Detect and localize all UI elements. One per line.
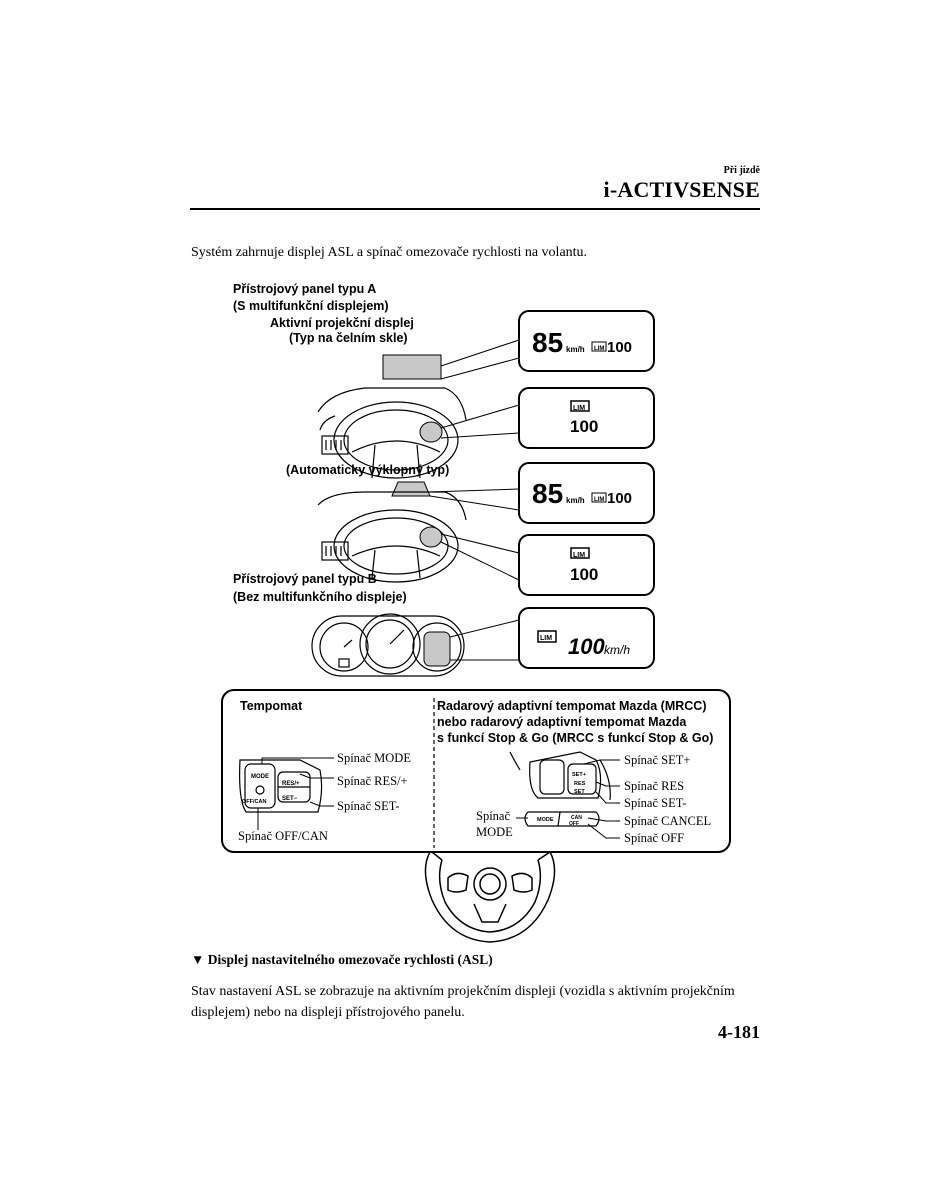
type-b-label-line2: (Bez multifunkčního displeje) [233, 590, 407, 604]
auto-tilt-label: (Automaticky výklopný typ) [286, 463, 450, 477]
hud-label-line1: Aktivní projekční displej [270, 316, 414, 330]
section-label: Při jízdě [723, 165, 760, 176]
svg-text:km/h: km/h [604, 643, 630, 657]
svg-text:100: 100 [568, 634, 605, 659]
type-b-label-line1: Přístrojový panel typu B [233, 572, 377, 586]
svg-text:MODE: MODE [537, 817, 554, 823]
callout-mode-mrcc-1: Spínač [476, 809, 511, 823]
callout-setplus: Spínač SET+ [624, 753, 691, 767]
svg-text:LIM: LIM [573, 405, 585, 412]
mrcc-title-line2: nebo radarový adaptivní tempomat Mazda [437, 715, 687, 729]
hud-windshield-area [382, 354, 442, 380]
svg-text:RES: RES [574, 781, 586, 787]
display-box-1: 85 km/h LIM 100 [518, 310, 655, 372]
steering-wheel-illustration [424, 851, 556, 943]
display-box-3: 85 km/h LIM 100 [518, 462, 655, 524]
mrcc-switch-illustration [509, 751, 611, 827]
svg-text:LIM: LIM [540, 635, 552, 642]
callout-mode: Spínač MODE [337, 751, 411, 765]
svg-text:100: 100 [570, 565, 598, 584]
svg-text:km/h: km/h [566, 345, 585, 354]
cluster-type-b [311, 613, 465, 677]
cluster-display-spot-2 [419, 526, 443, 548]
tilt-hud-combiner [391, 481, 431, 497]
display-box-5: LIM 100 km/h [518, 607, 655, 669]
svg-text:OFF: OFF [569, 821, 579, 827]
display-box-2: LIM 100 [518, 387, 655, 449]
tempomat-title: Tempomat [240, 699, 303, 713]
svg-text:LIM: LIM [573, 552, 585, 559]
type-a-label-line1: Přístrojový panel typu A [233, 282, 377, 296]
hud-label-line2: (Typ na čelním skle) [289, 331, 408, 345]
callout-mode-mrcc-2: MODE [476, 825, 513, 839]
svg-text:LIM: LIM [594, 497, 604, 503]
cluster-display-spot-1 [419, 421, 443, 443]
dashboard-illustration-1 [317, 387, 467, 479]
switch-panel-frame [221, 689, 731, 853]
svg-text:LIM: LIM [594, 346, 604, 352]
cruise-switch-illustration [239, 759, 323, 813]
svg-text:100: 100 [570, 417, 598, 436]
right-leader-lines [516, 759, 620, 839]
btn-offcan-text: OFF/CAN [242, 799, 266, 805]
mrcc-title-line3: s funkcí Stop & Go (MRCC s funkcí Stop &… [437, 731, 714, 745]
btn-res-text: RES/+ [282, 781, 300, 787]
page-number: 4-181 [718, 1022, 760, 1042]
callout-offcan: Spínač OFF/CAN [238, 829, 328, 843]
svg-text:SET: SET [574, 789, 585, 795]
callout-cancel: Spínač CANCEL [624, 814, 712, 828]
svg-text:CAN: CAN [571, 815, 582, 821]
svg-text:100: 100 [607, 490, 632, 507]
callout-res: Spínač RES/+ [337, 774, 408, 788]
intro-text: Systém zahrnuje displej ASL a spínač ome… [191, 245, 588, 260]
mrcc-title-line1: Radarový adaptivní tempomat Mazda (MRCC) [437, 699, 707, 713]
callout-setminus-mrcc: Spínač SET- [624, 796, 687, 810]
left-leader-lines [257, 757, 334, 830]
type-a-label-line2: (S multifunkční displejem) [233, 299, 389, 313]
svg-text:100: 100 [607, 339, 632, 356]
body-text: Stav nastavení ASL se zobrazuje na aktiv… [191, 984, 735, 1020]
display-box-4: LIM 100 [518, 534, 655, 596]
svg-text:km/h: km/h [566, 496, 585, 505]
callout-res-mrcc: Spínač RES [624, 779, 685, 793]
callout-off: Spínač OFF [624, 831, 685, 845]
dashboard-illustration-2 [317, 491, 467, 583]
svg-text:85: 85 [532, 478, 563, 509]
callout-set: Spínač SET- [337, 799, 400, 813]
btn-set-text: SET− [282, 796, 298, 802]
cluster-b-display [423, 631, 451, 667]
svg-text:85: 85 [532, 327, 563, 358]
subsection-heading: ▼ Displej nastavitelného omezovače rychl… [191, 952, 493, 967]
title-rule [190, 208, 760, 210]
svg-text:SET+: SET+ [572, 772, 586, 778]
btn-mode-text: MODE [251, 774, 269, 780]
page-title: i-ACTIVSENSE [603, 177, 760, 202]
